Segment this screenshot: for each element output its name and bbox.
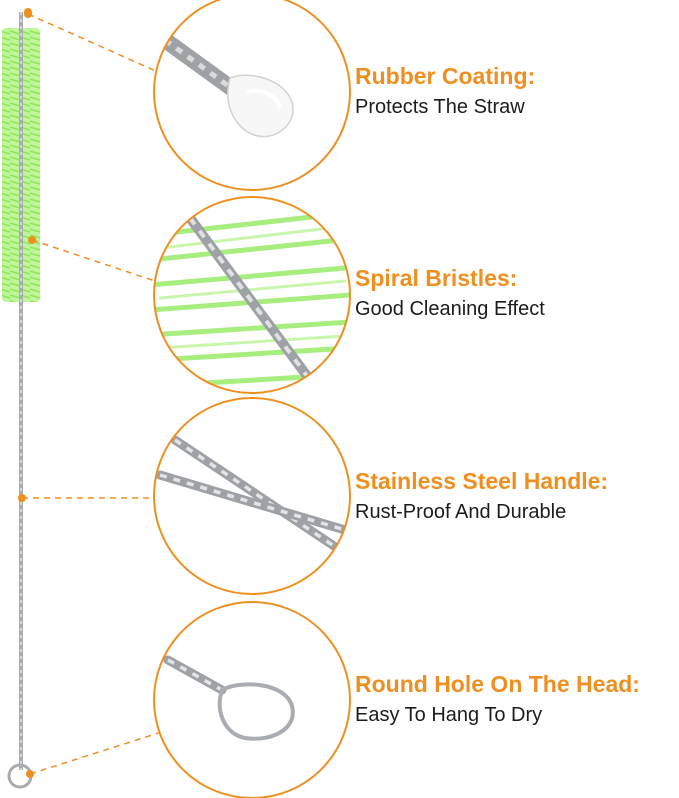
feature-description: Good Cleaning Effect [355, 298, 545, 320]
straw-brush [2, 8, 40, 789]
rubber-tip-closeup [153, 0, 351, 191]
feature-description: Protects The Straw [355, 96, 525, 118]
feature-round-hole: Round Hole On The Head: Easy To Hang To … [355, 670, 675, 728]
steel-wire-closeup [153, 397, 351, 595]
feature-spiral-bristles: Spiral Bristles: Good Cleaning Effect [355, 264, 675, 322]
feature-description: Rust-Proof And Durable [355, 501, 567, 523]
callout-dot-rubber [24, 10, 32, 18]
feature-stainless-steel-handle: Stainless Steel Handle: Rust-Proof And D… [355, 467, 675, 525]
feature-rubber-coating: Rubber Coating: Protects The Straw [355, 62, 675, 120]
feature-title: Rubber Coating: [355, 63, 536, 89]
callout-leaders [22, 13, 169, 775]
feature-title: Spiral Bristles: [355, 265, 518, 291]
feature-description: Easy To Hang To Dry [355, 704, 543, 726]
feature-title: Round Hole On The Head: [355, 671, 640, 697]
callout-dot-loop [26, 770, 34, 778]
callout-dot-bristles [28, 236, 36, 244]
feature-title: Stainless Steel Handle: [355, 468, 609, 494]
loop-closeup [153, 601, 351, 798]
callout-dot-handle [18, 494, 26, 502]
bristles-closeup [153, 196, 351, 394]
